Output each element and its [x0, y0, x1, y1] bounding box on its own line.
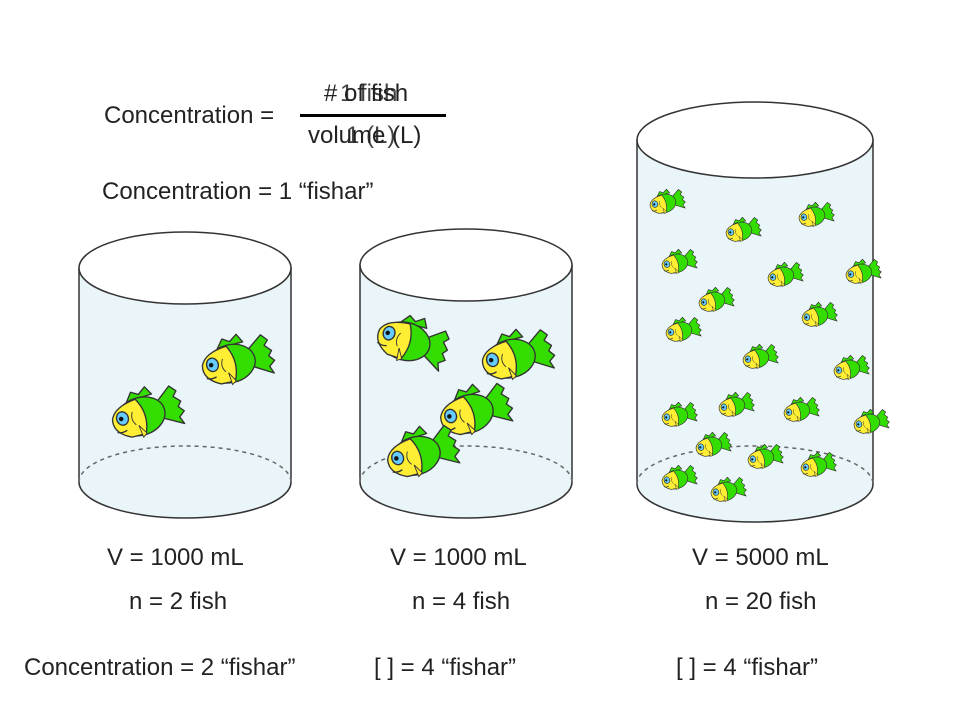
- beaker-2-count: n = 4 fish: [412, 588, 511, 615]
- beaker-2-volume: V = 1000 mL: [390, 544, 527, 571]
- beaker-2-concentration: [ ] = 4 “fishar”: [374, 654, 517, 681]
- beaker-1-concentration: Concentration = 2 “fishar”: [24, 654, 296, 681]
- beaker-1: [78, 231, 292, 519]
- beaker-2: [359, 228, 573, 519]
- formula-lhs: Concentration =: [104, 102, 275, 129]
- beaker-1-count: n = 2 fish: [129, 588, 228, 615]
- formula-numerator-b: 1 fish: [340, 80, 398, 107]
- formula-result: Concentration = 1 “fishar”: [102, 178, 374, 205]
- beaker-3-count: n = 20 fish: [705, 588, 817, 615]
- formula-numerator-a: # of fish: [324, 80, 409, 107]
- fraction-bar: [300, 114, 446, 117]
- beaker-3-concentration: [ ] = 4 “fishar”: [676, 654, 819, 681]
- beaker-3-volume: V = 5000 mL: [692, 544, 829, 571]
- formula-denominator-a: volume (L): [308, 122, 422, 149]
- formula-denominator-b: 1 (L): [346, 122, 396, 149]
- beaker-3: [636, 101, 892, 523]
- beaker-1-volume: V = 1000 mL: [107, 544, 244, 571]
